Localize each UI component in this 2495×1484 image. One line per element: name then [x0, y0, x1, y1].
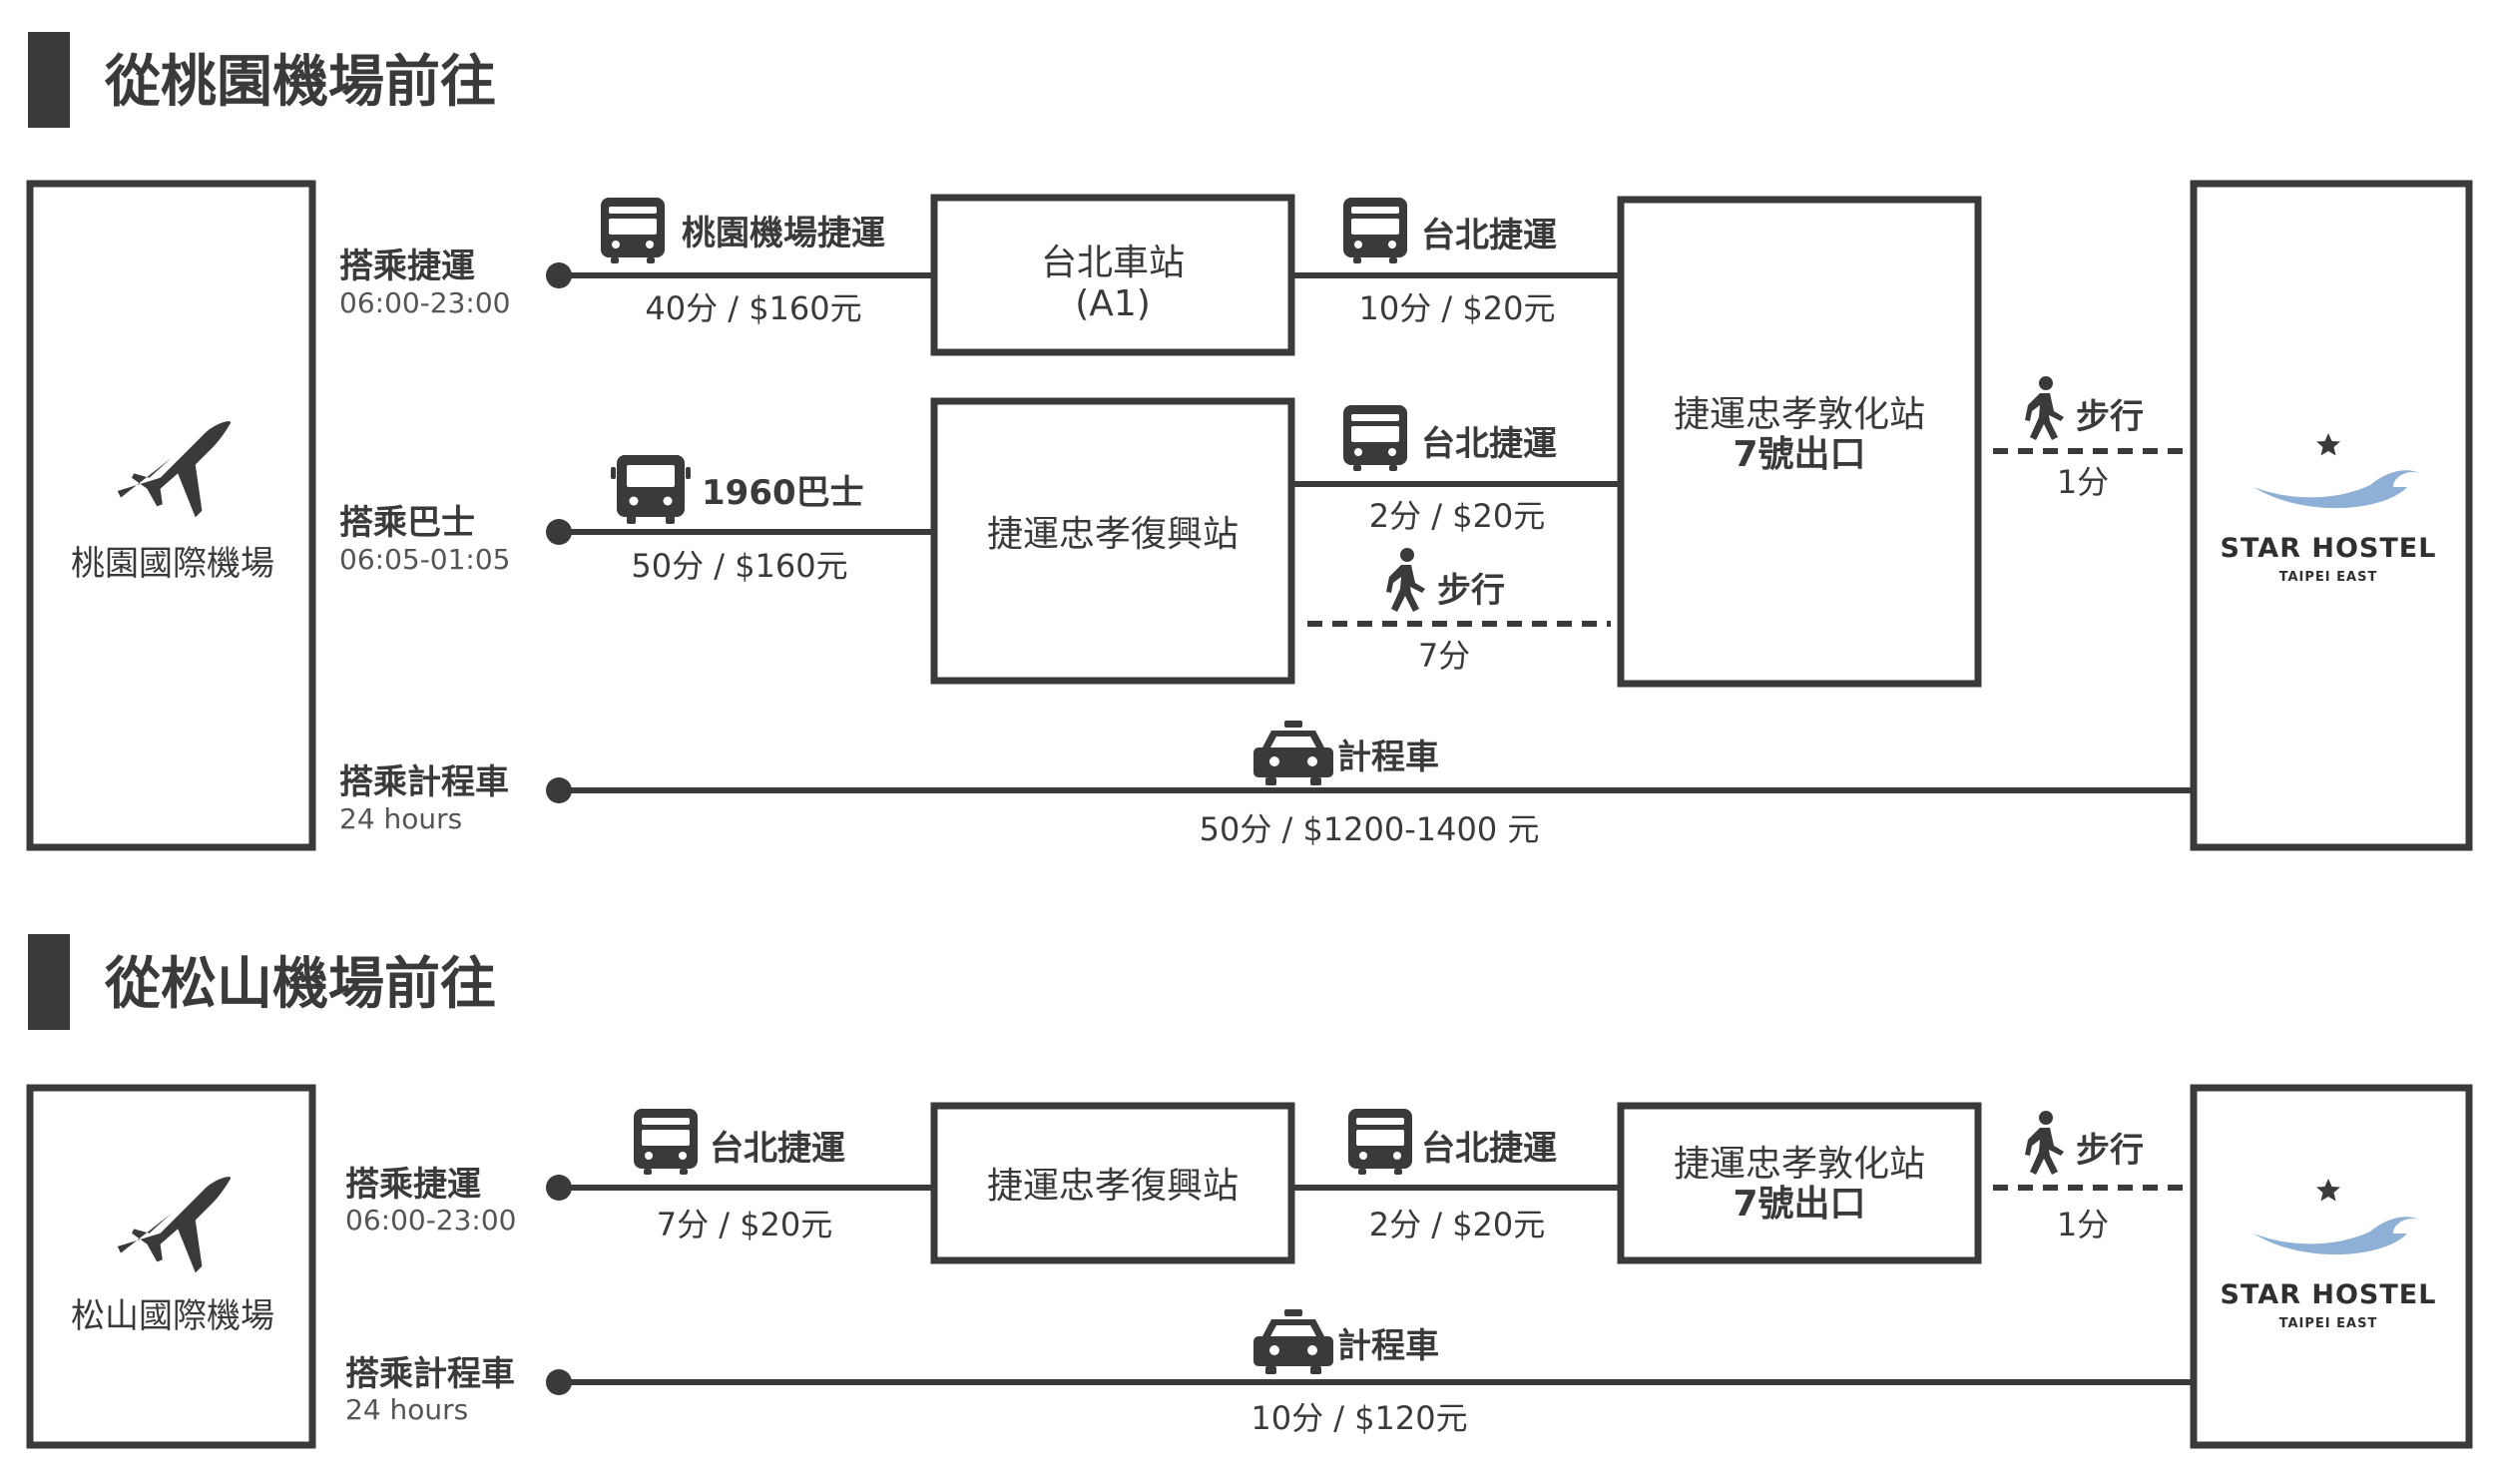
station-name: 捷運忠孝敦化站 — [1674, 394, 1925, 435]
airport-box — [26, 180, 316, 851]
airport-box — [26, 1084, 316, 1449]
hostel-sub: TAIPEI EAST — [2279, 570, 2378, 585]
route-method-taxi: 搭乘計程車 — [339, 762, 509, 802]
airplane-icon — [117, 1177, 232, 1273]
section-title: 從桃園機場前往 — [104, 50, 496, 115]
leg-cost: 1分 — [2057, 1206, 2109, 1243]
station-name: 捷運忠孝敦化站 — [1674, 1144, 1925, 1185]
airport-name: 桃園國際機場 — [71, 544, 274, 584]
section-songshan: 從松山機場前往 松山國際機場 搭乘捷運 06:00-23:00 搭乘計程車 24… — [26, 934, 2473, 1449]
leg-cost: 2分 / $20元 — [1369, 1206, 1546, 1243]
route-hours-mrt: 06:00-23:00 — [339, 286, 511, 319]
route-method-mrt: 搭乘捷運 — [339, 247, 475, 286]
route-hours-taxi: 24 hours — [345, 1393, 468, 1426]
walking-person-icon — [2025, 376, 2064, 440]
leg-label: 計程車 — [1337, 738, 1439, 777]
leg-cost: 50分 / $1200-1400 元 — [1200, 810, 1540, 848]
route-hours-taxi: 24 hours — [339, 802, 462, 835]
walking-person-icon — [1386, 548, 1425, 612]
leg-label: 台北捷運 — [1421, 216, 1557, 255]
leg-label: 步行 — [1437, 571, 1505, 611]
station-zhongxiao-fuxing — [930, 397, 1295, 685]
airport-name: 松山國際機場 — [71, 1296, 274, 1336]
station-zhongxiao-dunhua — [1617, 196, 1982, 688]
hostel-name: STAR HOSTEL — [2221, 533, 2437, 564]
station-name: 捷運忠孝復興站 — [987, 514, 1239, 555]
section-taoyuan: 從桃園機場前往 桃園國際機場 搭乘捷運 06:00-23:00 搭乘巴士 06:… — [26, 32, 2473, 851]
leg-label: 台北捷運 — [1421, 1129, 1557, 1169]
train-icon — [601, 198, 665, 263]
leg-cost: 10分 / $120元 — [1250, 1399, 1467, 1437]
route-hours-bus: 06:05-01:05 — [339, 543, 511, 576]
leg-label: 桃園機場捷運 — [682, 214, 885, 253]
leg-label: 台北捷運 — [710, 1129, 845, 1169]
route-method-taxi: 搭乘計程車 — [345, 1354, 515, 1394]
star-hostel-logo — [2253, 433, 2420, 509]
station-name: 台北車站 — [1041, 243, 1185, 283]
train-icon — [1343, 198, 1407, 263]
route-hours-mrt: 06:00-23:00 — [345, 1204, 517, 1237]
leg-label: 計程車 — [1337, 1326, 1439, 1366]
station-name: 捷運忠孝復興站 — [987, 1166, 1239, 1207]
leg-cost: 10分 / $20元 — [1359, 289, 1556, 327]
leg-cost: 7分 / $20元 — [657, 1206, 833, 1243]
section-marker — [28, 32, 70, 128]
station-zhongxiao-dunhua — [1617, 1102, 1982, 1264]
station-exit: 7號出口 — [1733, 1184, 1865, 1225]
leg-label: 1960巴士 — [702, 473, 864, 513]
star-hostel-logo — [2253, 1179, 2420, 1255]
leg-label: 台北捷運 — [1421, 424, 1557, 464]
hostel-box — [2190, 1084, 2473, 1449]
hostel-name: STAR HOSTEL — [2221, 1279, 2437, 1310]
route-method-mrt: 搭乘捷運 — [345, 1165, 481, 1205]
station-zhongxiao-fuxing — [930, 1102, 1295, 1264]
leg-cost: 2分 / $20元 — [1369, 497, 1546, 535]
leg-cost: 50分 / $160元 — [631, 547, 847, 585]
hostel-box — [2190, 180, 2473, 851]
leg-label: 步行 — [2076, 397, 2144, 437]
route-method-bus: 搭乘巴士 — [339, 503, 475, 543]
train-icon — [1343, 405, 1407, 471]
section-marker — [28, 934, 70, 1030]
train-icon — [634, 1109, 698, 1175]
hostel-sub: TAIPEI EAST — [2279, 1316, 2378, 1331]
station-exit: 7號出口 — [1733, 434, 1865, 475]
station-sub: (A1) — [1075, 283, 1151, 324]
leg-cost: 7分 — [1418, 637, 1470, 675]
leg-label: 步行 — [2076, 1131, 2144, 1171]
bus-icon — [611, 455, 691, 524]
taxi-icon — [1253, 721, 1333, 785]
taxi-icon — [1253, 1309, 1333, 1374]
leg-cost: 40分 / $160元 — [645, 289, 861, 327]
section-title: 從松山機場前往 — [104, 952, 496, 1017]
walking-person-icon — [2025, 1111, 2064, 1175]
airplane-icon — [117, 421, 232, 518]
leg-cost: 1分 — [2057, 463, 2109, 501]
train-icon — [1348, 1109, 1412, 1175]
